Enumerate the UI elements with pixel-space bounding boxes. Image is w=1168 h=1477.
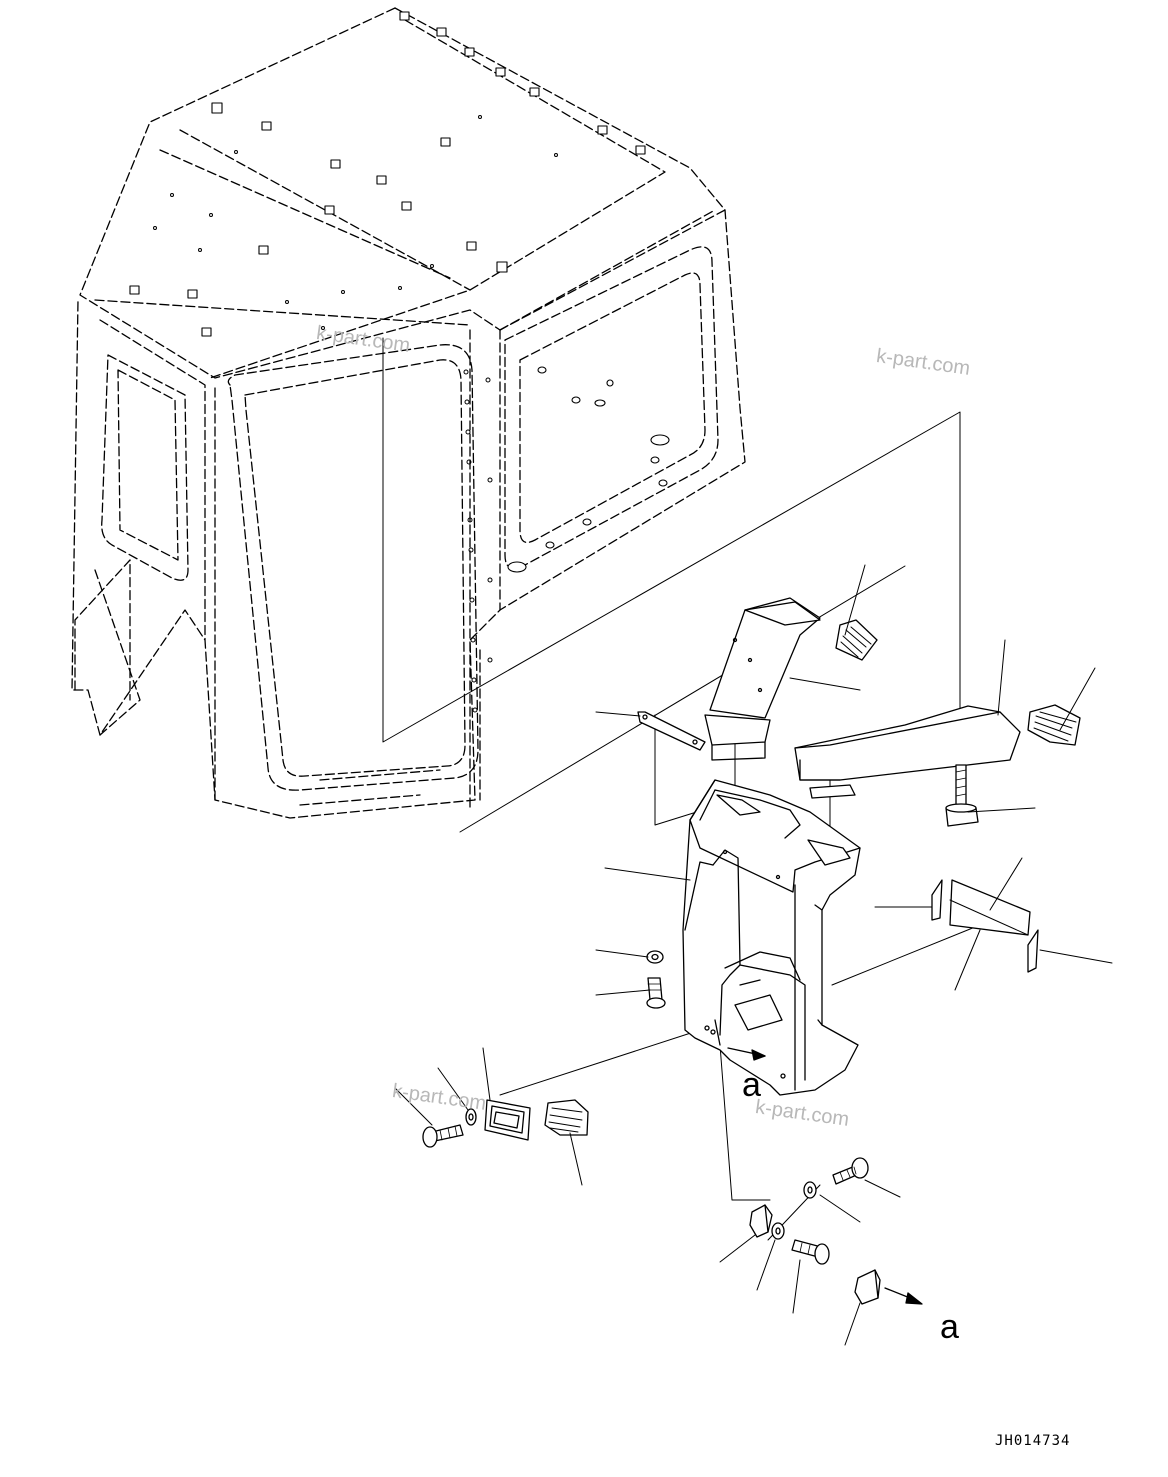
callout-label-a-lower: a (940, 1308, 959, 1346)
washer-lower-left (465, 1108, 477, 1126)
vent-grille-right (1027, 704, 1081, 746)
duct-right (794, 705, 1021, 799)
drawing-id: JH014734 (995, 1433, 1071, 1449)
washer-lower-right (803, 1181, 817, 1199)
bolt-lower-left (422, 1124, 464, 1148)
clip-bracket (749, 1204, 773, 1238)
vent-grille-upper (835, 619, 878, 661)
vent-frame (484, 1099, 531, 1141)
arrow-a-upper (727, 1047, 766, 1061)
bolt-clip (791, 1239, 830, 1265)
console-column (682, 779, 861, 1096)
bolt-lower-right (832, 1157, 869, 1185)
washer-clip (771, 1222, 785, 1240)
callout-label-a-upper: a (742, 1066, 761, 1104)
side-tab-left (931, 879, 943, 921)
callout-leaders (394, 564, 1113, 1346)
side-panel (949, 879, 1031, 936)
side-tab-right (1027, 929, 1039, 973)
washer-center (646, 950, 664, 964)
vent-grille-lower (544, 1099, 589, 1136)
clip-detail-a (854, 1269, 923, 1305)
bracket-upper (637, 711, 706, 751)
duct-upper (704, 597, 821, 761)
bolt-center (646, 977, 666, 1009)
bolt-right (945, 764, 979, 827)
cab-frame (71, 7, 746, 819)
